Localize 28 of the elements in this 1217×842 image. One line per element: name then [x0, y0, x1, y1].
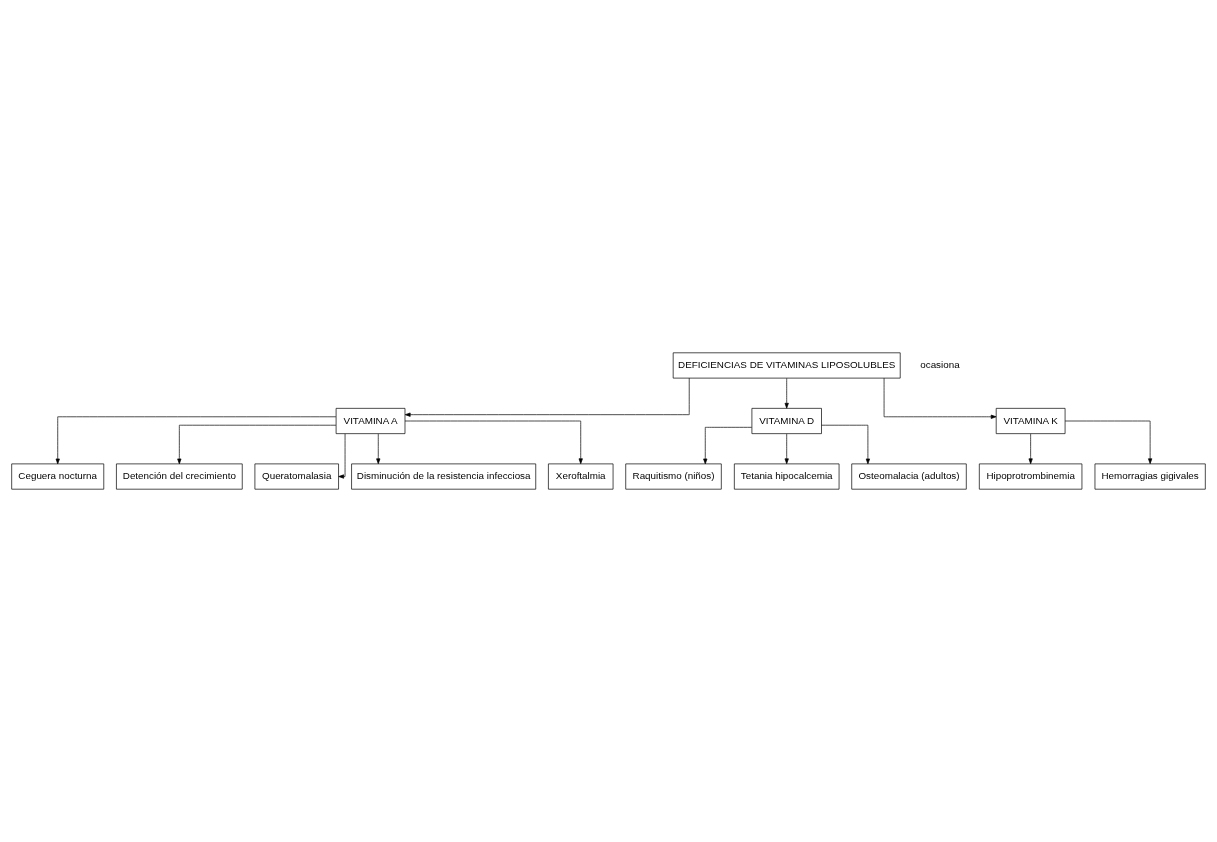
node-box: Osteomalacia (adultos) [851, 463, 967, 490]
node-box: VITAMINA K [995, 408, 1066, 434]
node-box: Queratomalasia [254, 463, 339, 490]
node-box: Disminución de la resistencia infecciosa [351, 463, 537, 490]
node-box: DEFICIENCIAS DE VITAMINAS LIPOSOLUBLES [672, 352, 901, 379]
arrow [338, 433, 346, 479]
node-box: VITAMINA D [751, 408, 822, 434]
node-box: Hemorragias gigivales [1094, 463, 1206, 490]
arrow [1064, 420, 1153, 464]
arrow [404, 377, 690, 417]
arrow [1028, 433, 1033, 465]
arrow [784, 433, 789, 465]
arrow [883, 377, 997, 419]
arrow [177, 424, 337, 465]
node-box: Ceguera nocturna [11, 463, 105, 490]
arrow [55, 416, 337, 465]
node-box: Raquitismo (niños) [625, 463, 722, 490]
node-box: Xeroftalmia [548, 463, 614, 490]
arrow [821, 424, 870, 465]
node-box: Detención del crecimiento [116, 463, 243, 490]
arrow [784, 378, 789, 409]
label: ocasiona [920, 359, 960, 371]
arrow [376, 433, 381, 465]
node-box: VITAMINA A [335, 408, 406, 434]
arrow [703, 426, 753, 465]
node-box: Hipoprotrombinemia [978, 463, 1083, 490]
node-box: Tetania hipocalcemia [734, 463, 840, 490]
arrow [404, 420, 583, 464]
